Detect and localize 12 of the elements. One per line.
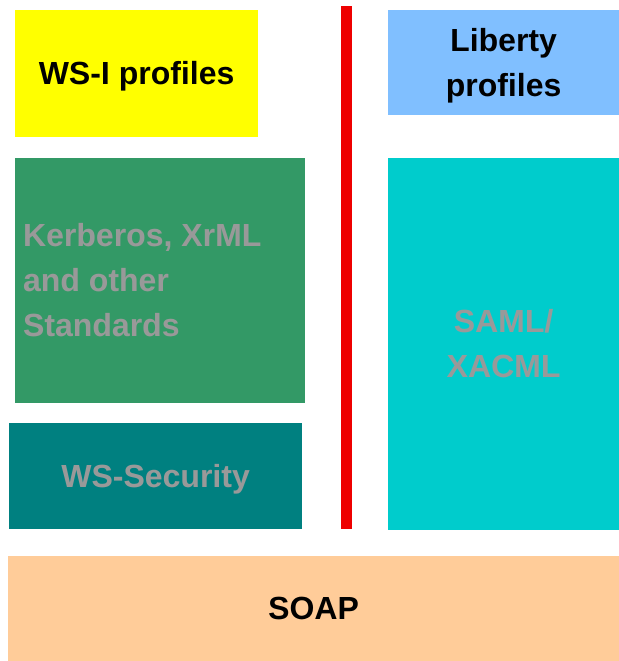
protocol-box [8, 556, 619, 661]
standards-box [15, 158, 305, 403]
profile-box [15, 10, 258, 137]
box-label: Kerberos, XrML and other Standards [23, 216, 262, 345]
box-label: SOAP [268, 589, 359, 628]
profile-box [388, 10, 619, 115]
box-label: Liberty profiles [444, 20, 562, 105]
box-label: WS-I profiles [38, 54, 234, 94]
box-label: WS-Security [61, 456, 250, 496]
box-label: SAML/ XACML [446, 302, 562, 386]
security-box [9, 423, 302, 529]
standards-box [388, 158, 619, 530]
